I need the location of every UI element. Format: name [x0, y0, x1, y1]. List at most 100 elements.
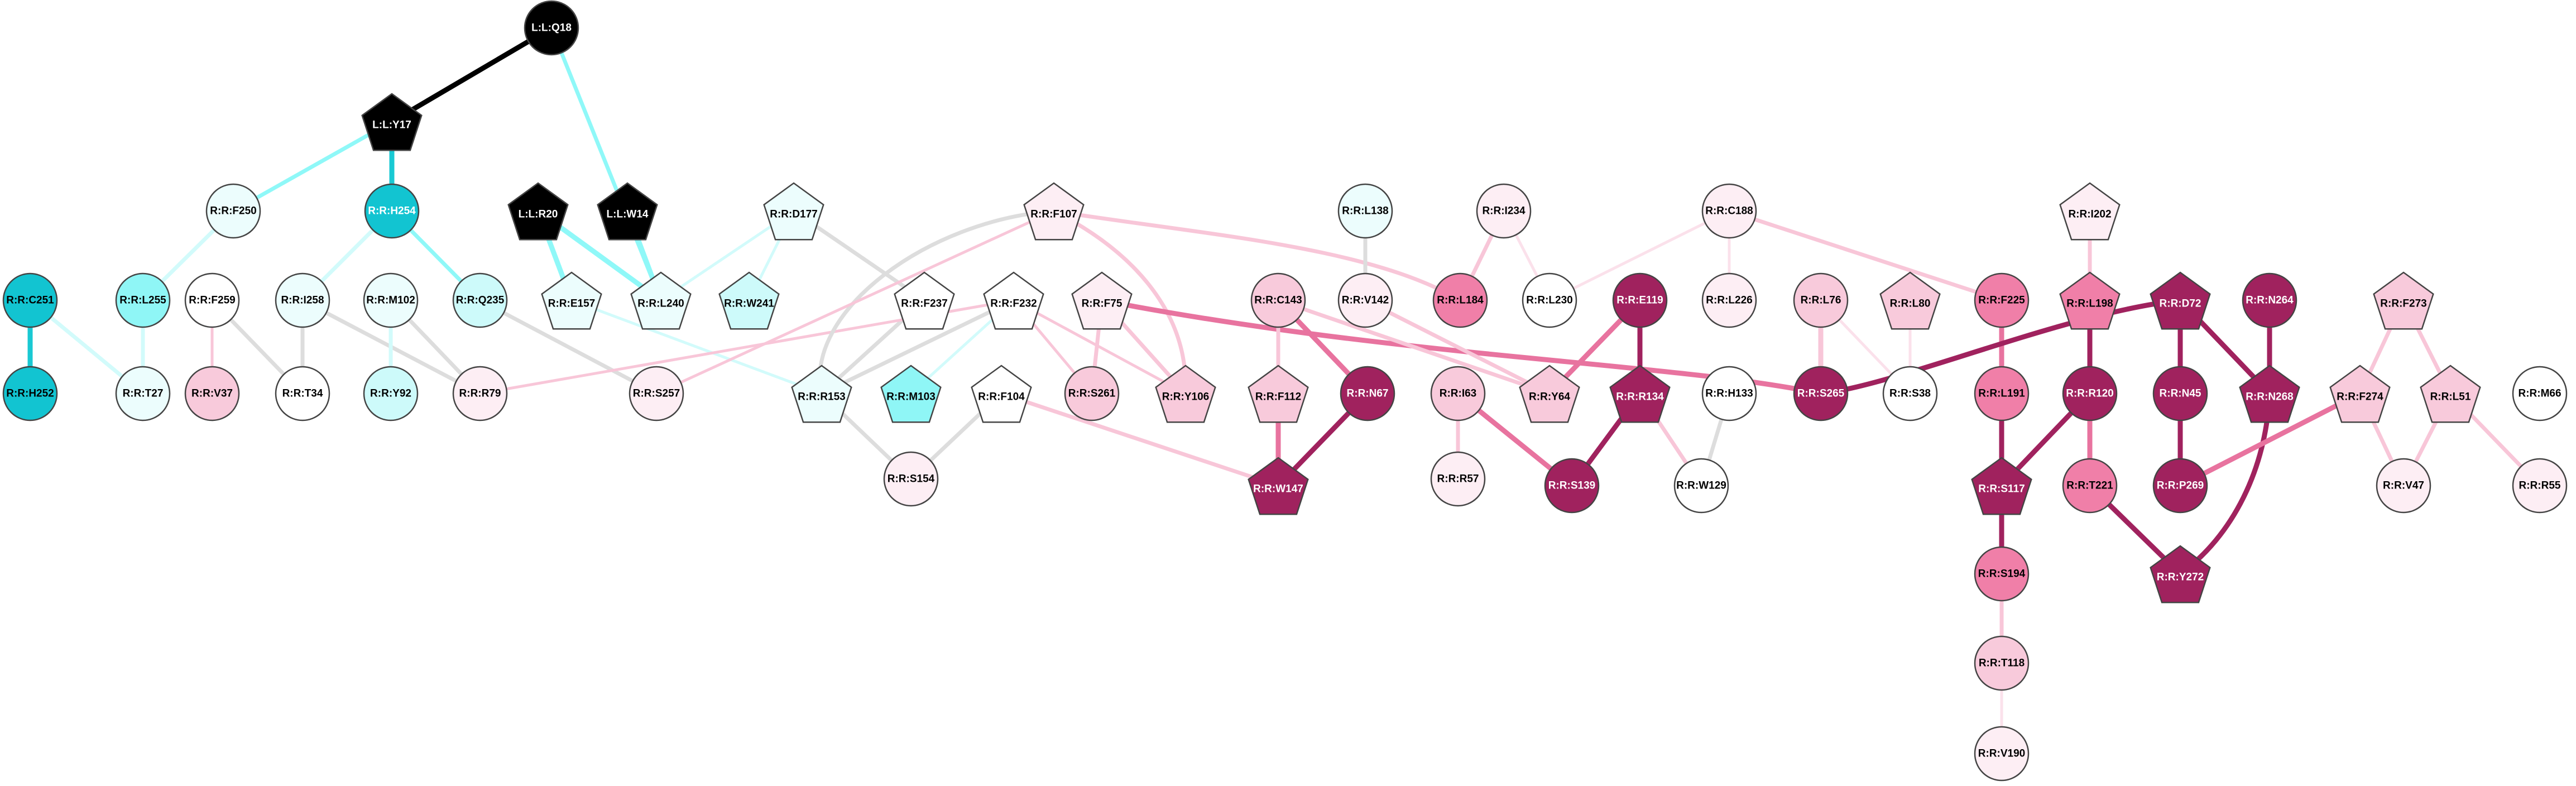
- node-r-r-r57[interactable]: R:R:R57: [1430, 451, 1486, 507]
- node-r-r-d177[interactable]: R:R:D177: [763, 182, 824, 241]
- node-l-l-y17[interactable]: L:L:Y17: [361, 93, 423, 151]
- node-r-r-l226[interactable]: R:R:L226: [1701, 272, 1757, 328]
- node-r-r-i63[interactable]: R:R:I63: [1430, 366, 1486, 421]
- node-r-r-t34[interactable]: R:R:T34: [275, 366, 330, 421]
- node-r-r-f107[interactable]: R:R:F107: [1023, 182, 1085, 241]
- node-label: R:R:L230: [1526, 295, 1572, 306]
- pentagon-node-shape: [1609, 365, 1671, 423]
- node-r-r-f274[interactable]: R:R:F274: [2329, 365, 2391, 423]
- node-r-r-l240[interactable]: R:R:L240: [630, 271, 692, 330]
- circle-node-shape: [1974, 366, 2030, 421]
- edge-r-r-d72-to-r-r-s265: [1818, 298, 2183, 396]
- pentagon-node-shape: [541, 271, 602, 330]
- node-r-r-w147[interactable]: R:R:W147: [1248, 457, 1309, 515]
- node-r-r-f259[interactable]: R:R:F259: [184, 272, 240, 328]
- node-r-r-f112[interactable]: R:R:F112: [1248, 365, 1309, 423]
- node-r-r-c251[interactable]: R:R:C251: [2, 272, 58, 328]
- node-r-r-c188[interactable]: R:R:C188: [1701, 183, 1757, 239]
- node-r-r-l230[interactable]: R:R:L230: [1522, 272, 1577, 328]
- node-label: R:R:N45: [2160, 388, 2201, 400]
- node-label: L:L:Y17: [372, 119, 411, 131]
- node-r-r-s139[interactable]: R:R:S139: [1544, 458, 1600, 514]
- node-r-r-l191[interactable]: R:R:L191: [1974, 366, 2030, 421]
- node-r-r-m102[interactable]: R:R:M102: [363, 272, 419, 328]
- node-r-r-t27[interactable]: R:R:T27: [115, 366, 171, 421]
- node-r-r-v37[interactable]: R:R:V37: [184, 366, 240, 421]
- node-l-l-q18[interactable]: L:L:Q18: [524, 0, 579, 56]
- node-r-r-c143[interactable]: R:R:C143: [1250, 272, 1306, 328]
- node-r-r-h133[interactable]: R:R:H133: [1701, 366, 1757, 421]
- node-r-r-s265[interactable]: R:R:S265: [1793, 366, 1849, 421]
- node-r-r-l198[interactable]: R:R:L198: [2059, 271, 2121, 330]
- node-r-r-f237[interactable]: R:R:F237: [894, 271, 955, 330]
- node-r-r-r120[interactable]: R:R:R120: [2062, 366, 2118, 421]
- edge-r-r-c188-to-r-r-f225: [1727, 209, 2004, 303]
- node-r-r-y64[interactable]: R:R:Y64: [1519, 365, 1580, 423]
- node-r-r-n268[interactable]: R:R:N268: [2239, 365, 2300, 423]
- node-label: R:R:I258: [281, 295, 324, 306]
- node-label: R:R:L226: [1706, 295, 1752, 306]
- node-r-r-h252[interactable]: R:R:H252: [2, 366, 58, 421]
- node-r-r-l138[interactable]: R:R:L138: [1337, 183, 1393, 239]
- node-r-r-t221[interactable]: R:R:T221: [2062, 458, 2118, 514]
- node-r-r-q235[interactable]: R:R:Q235: [452, 272, 508, 328]
- node-r-r-s117[interactable]: R:R:S117: [1971, 457, 2032, 515]
- node-r-r-f250[interactable]: R:R:F250: [205, 183, 261, 239]
- edge-r-r-f107-to-r-r-r153: [818, 209, 1056, 396]
- node-r-r-r153[interactable]: R:R:R153: [791, 365, 852, 423]
- node-r-r-l76[interactable]: R:R:L76: [1793, 272, 1849, 328]
- node-r-r-l184[interactable]: R:R:L184: [1432, 272, 1488, 328]
- node-r-r-s261[interactable]: R:R:S261: [1064, 366, 1120, 421]
- node-r-r-f225[interactable]: R:R:F225: [1974, 272, 2030, 328]
- node-r-r-l51[interactable]: R:R:L51: [2420, 365, 2481, 423]
- node-r-r-y92[interactable]: R:R:Y92: [363, 366, 419, 421]
- node-r-r-v47[interactable]: R:R:V47: [2376, 458, 2431, 514]
- node-r-r-n264[interactable]: R:R:N264: [2242, 272, 2297, 328]
- node-r-r-v142[interactable]: R:R:V142: [1337, 272, 1393, 328]
- node-label: R:R:F232: [990, 298, 1037, 310]
- node-r-r-w129[interactable]: R:R:W129: [1673, 458, 1729, 514]
- node-r-r-e119[interactable]: R:R:E119: [1612, 272, 1668, 328]
- circle-node-shape: [275, 272, 330, 328]
- node-r-r-s257[interactable]: R:R:S257: [629, 366, 684, 421]
- node-r-r-r134[interactable]: R:R:R134: [1609, 365, 1671, 423]
- node-r-r-l80[interactable]: R:R:L80: [1879, 271, 1941, 330]
- node-r-r-t118[interactable]: R:R:T118: [1974, 635, 2030, 691]
- node-l-l-r20[interactable]: L:L:R20: [507, 182, 569, 241]
- node-r-r-v190[interactable]: R:R:V190: [1974, 726, 2030, 782]
- node-r-r-n45[interactable]: R:R:N45: [2152, 366, 2208, 421]
- node-label: R:R:V190: [1978, 748, 2025, 760]
- node-r-r-r55[interactable]: R:R:R55: [2512, 458, 2568, 514]
- node-r-r-e157[interactable]: R:R:E157: [541, 271, 602, 330]
- node-r-r-m103[interactable]: R:R:M103: [880, 365, 942, 423]
- node-r-r-w241[interactable]: R:R:W241: [718, 271, 780, 330]
- node-r-r-y106[interactable]: R:R:Y106: [1155, 365, 1216, 423]
- circle-node-shape: [2062, 366, 2118, 421]
- pentagon-node-shape: [2150, 271, 2211, 330]
- node-r-r-f273[interactable]: R:R:F273: [2373, 271, 2434, 330]
- circle-node-shape: [2512, 458, 2568, 514]
- node-r-r-n67[interactable]: R:R:N67: [1340, 366, 1395, 421]
- node-r-r-f75[interactable]: R:R:F75: [1071, 271, 1133, 330]
- node-l-l-w14[interactable]: L:L:W14: [597, 182, 658, 241]
- node-r-r-s154[interactable]: R:R:S154: [883, 451, 939, 507]
- edge-r-r-f232-to-r-r-y106: [1012, 299, 1187, 395]
- node-r-r-r79[interactable]: R:R:R79: [452, 366, 508, 421]
- node-r-r-p269[interactable]: R:R:P269: [2152, 458, 2208, 514]
- node-r-r-h254[interactable]: R:R:H254: [364, 183, 420, 239]
- node-r-r-i202[interactable]: R:R:I202: [2059, 182, 2121, 241]
- node-r-r-s38[interactable]: R:R:S38: [1882, 366, 1938, 421]
- node-r-r-d72[interactable]: R:R:D72: [2150, 271, 2211, 330]
- node-r-r-i258[interactable]: R:R:I258: [275, 272, 330, 328]
- node-r-r-l255[interactable]: R:R:L255: [115, 272, 171, 328]
- node-r-r-m66[interactable]: R:R:M66: [2512, 366, 2568, 421]
- circle-node-shape: [1974, 272, 2030, 328]
- node-r-r-y272[interactable]: R:R:Y272: [2150, 545, 2211, 603]
- node-r-r-f104[interactable]: R:R:F104: [971, 365, 1032, 423]
- pentagon-node-shape: [2059, 271, 2121, 330]
- node-r-r-f232[interactable]: R:R:F232: [983, 271, 1044, 330]
- node-r-r-i234[interactable]: R:R:I234: [1476, 183, 1532, 239]
- edge-r-r-f232-to-r-r-r153: [819, 298, 1016, 396]
- node-r-r-s194[interactable]: R:R:S194: [1974, 546, 2030, 602]
